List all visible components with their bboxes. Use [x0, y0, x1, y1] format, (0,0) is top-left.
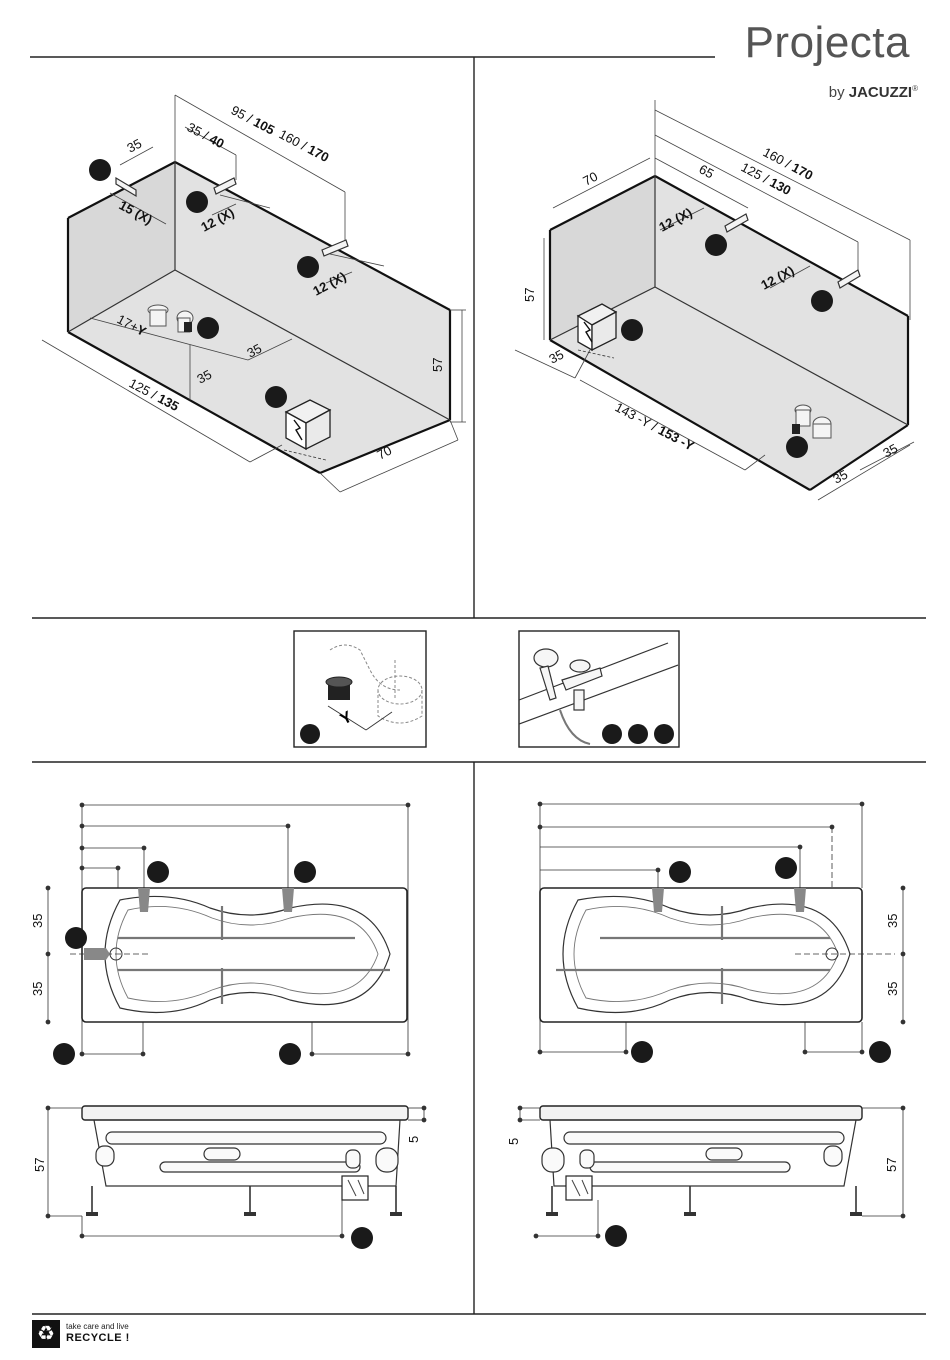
- left-dim-95-105: 95 / 105: [229, 102, 278, 137]
- marker-plan-r1: [669, 861, 691, 883]
- side-left-5: 5: [406, 1136, 421, 1143]
- right-dim-57: 57: [522, 288, 537, 302]
- plan-right-35-a: 35: [885, 914, 900, 928]
- marker-2: [186, 191, 208, 213]
- faucet-markers: [602, 724, 674, 744]
- marker-plan-2: [294, 861, 316, 883]
- marker-3: [621, 319, 643, 341]
- left-dim-160-170: 160 / 170: [277, 126, 332, 165]
- recycle-icon: ♻: [32, 1320, 60, 1348]
- left-plan-drawing: 35 35: [30, 803, 410, 1065]
- plan-left-35-a: 35: [30, 914, 45, 928]
- side-left-57: 57: [32, 1158, 47, 1172]
- side-right-5: 5: [506, 1138, 521, 1145]
- marker-plan-3: [65, 927, 87, 949]
- marker-detail-b: [602, 724, 622, 744]
- marker-1: [89, 159, 111, 181]
- left-iso-drawing: 35 35 / 40 95 / 105 160 / 170 15 (X) 12 …: [42, 95, 466, 492]
- marker-5: [265, 386, 287, 408]
- plan-left-35-b: 35: [30, 982, 45, 996]
- right-iso-drawing: 70 65 125 / 130 160 / 170 12 (X) 12 (X) …: [515, 100, 914, 500]
- detail-faucet-box: [519, 631, 679, 747]
- marker-plan-4: [53, 1043, 75, 1065]
- recycle-label: RECYCLE !: [66, 1332, 130, 1344]
- right-side-drawing: 5 57: [506, 1106, 905, 1247]
- left-dim-35-40: 35 / 40: [185, 119, 227, 151]
- recycle-tagline: take care and live: [66, 1322, 129, 1331]
- marker-plan-r4: [869, 1041, 891, 1063]
- right-dim-35-left: 35: [546, 347, 566, 367]
- marker-1: [705, 234, 727, 256]
- recycle-badge: ♻ take care and live RECYCLE !: [32, 1320, 232, 1350]
- marker-plan-r2: [775, 857, 797, 879]
- marker-side-2: [605, 1225, 627, 1247]
- marker-2: [811, 290, 833, 312]
- plan-right-35-b: 35: [885, 982, 900, 996]
- marker-plan-1: [147, 861, 169, 883]
- marker-3: [297, 256, 319, 278]
- marker-plan-5: [279, 1043, 301, 1065]
- left-dim-57: 57: [430, 358, 445, 372]
- marker-4: [786, 436, 808, 458]
- left-dim-35-top: 35: [124, 136, 144, 156]
- marker-detail-d: [654, 724, 674, 744]
- detail-drain-box: Y: [294, 631, 426, 747]
- side-right-57: 57: [884, 1158, 899, 1172]
- left-side-drawing: 57 5: [32, 1106, 426, 1249]
- marker-plan-r3: [631, 1041, 653, 1063]
- marker-side-1: [351, 1227, 373, 1249]
- marker-detail-a: [300, 724, 320, 744]
- marker-detail-c: [628, 724, 648, 744]
- marker-4: [197, 317, 219, 339]
- right-plan-drawing: 35 35: [538, 802, 905, 1063]
- right-dim-65: 65: [697, 161, 717, 181]
